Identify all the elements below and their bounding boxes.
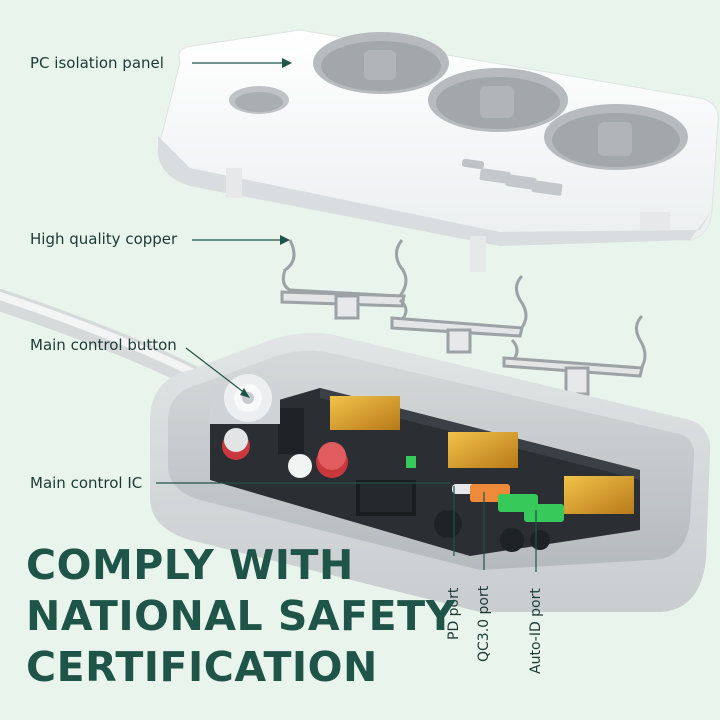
main-control-button: [210, 374, 280, 424]
port-label-qc: QC3.0 port: [476, 585, 492, 662]
power-cable: [0, 289, 211, 391]
headline-line-2: NATIONAL SAFETY: [26, 592, 456, 640]
callout-main-control-button: Main control button: [30, 336, 177, 354]
callout-lines: [156, 58, 537, 572]
copper-terminal: [330, 396, 400, 430]
copper-terminal: [448, 432, 518, 468]
headline: COMPLY WITH NATIONAL SAFETY CERTIFICATIO…: [26, 540, 456, 693]
usb-slots: [461, 158, 563, 196]
port-label-auto-id: Auto-ID port: [528, 588, 544, 674]
panel-peg: [640, 212, 670, 230]
copper-terminal: [564, 476, 634, 514]
circuit-board: [210, 388, 640, 556]
auto-id-port-socket: [524, 504, 564, 522]
copper-clips: [280, 239, 647, 396]
callout-main-control-ic: Main control IC: [30, 474, 143, 492]
panel-peg: [470, 236, 486, 272]
headline-line-3: CERTIFICATION: [26, 643, 378, 691]
socket-2: [428, 68, 568, 132]
socket-1: [313, 32, 449, 94]
pc-isolation-panel: [157, 29, 719, 272]
headline-line-1: COMPLY WITH: [26, 541, 354, 589]
socket-3: [544, 104, 688, 170]
panel-peg: [226, 168, 242, 198]
callout-pc-isolation-panel: PC isolation panel: [30, 54, 164, 72]
callout-high-quality-copper: High quality copper: [30, 230, 178, 248]
